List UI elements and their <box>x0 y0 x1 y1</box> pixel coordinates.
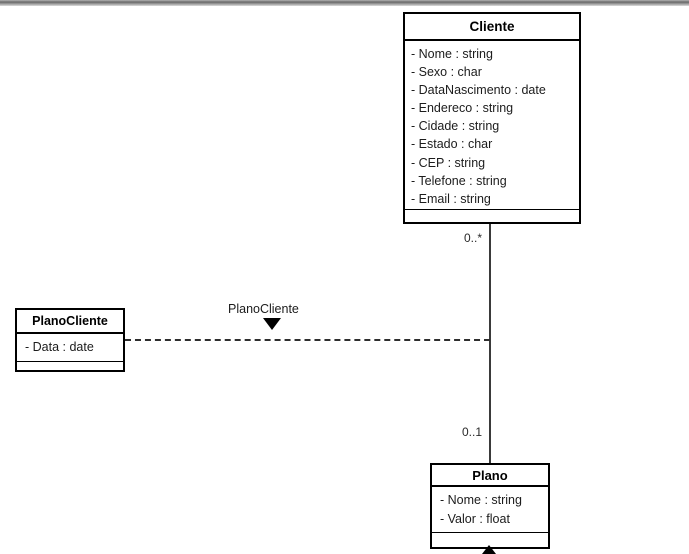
class-title-plano: Plano <box>432 465 548 487</box>
clipped-arrowhead-icon <box>482 545 496 554</box>
class-box-plano: Plano - Nome : string - Valor : float <box>430 463 550 549</box>
window-top-edge-bar <box>0 0 689 6</box>
class-attribute: - Nome : string <box>411 47 493 61</box>
class-attribute: - Nome : string <box>440 493 522 507</box>
class-box-cliente: Cliente - Nome : string - Sexo : char - … <box>403 12 581 224</box>
class-methods-compartment-empty <box>432 533 548 547</box>
association-line-cliente-plano <box>489 224 491 463</box>
class-attribute: - Data : date <box>25 340 94 354</box>
class-title-planocliente: PlanoCliente <box>17 310 123 334</box>
class-attributes-cliente: - Nome : string - Sexo : char - DataNasc… <box>405 41 579 210</box>
association-name-label: PlanoCliente <box>228 302 299 316</box>
class-title-cliente: Cliente <box>405 14 579 41</box>
class-attribute: - Telefone : string <box>411 173 507 188</box>
class-attribute: - Sexo : char <box>411 65 482 80</box>
class-attribute: - Cidade : string <box>411 119 500 134</box>
class-box-planocliente: PlanoCliente - Data : date <box>15 308 125 372</box>
association-class-dashed-link <box>125 339 490 341</box>
class-methods-compartment-empty <box>17 362 123 370</box>
class-attribute: - Valor : float <box>440 512 510 526</box>
class-attributes-planocliente: - Data : date <box>17 334 123 362</box>
class-attributes-plano: - Nome : string - Valor : float <box>432 487 548 533</box>
association-direction-triangle-icon <box>263 318 281 330</box>
class-attribute: - DataNascimento : date <box>411 83 546 98</box>
multiplicity-plano-end: 0..1 <box>461 425 482 439</box>
class-methods-compartment-empty <box>405 210 579 222</box>
class-attribute: - Endereco : string <box>411 101 514 116</box>
multiplicity-cliente-end: 0..* <box>463 231 482 245</box>
class-attribute: - CEP : string <box>411 155 486 170</box>
class-attribute: - Estado : char <box>411 137 493 152</box>
class-attribute: - Email : string <box>411 191 491 206</box>
